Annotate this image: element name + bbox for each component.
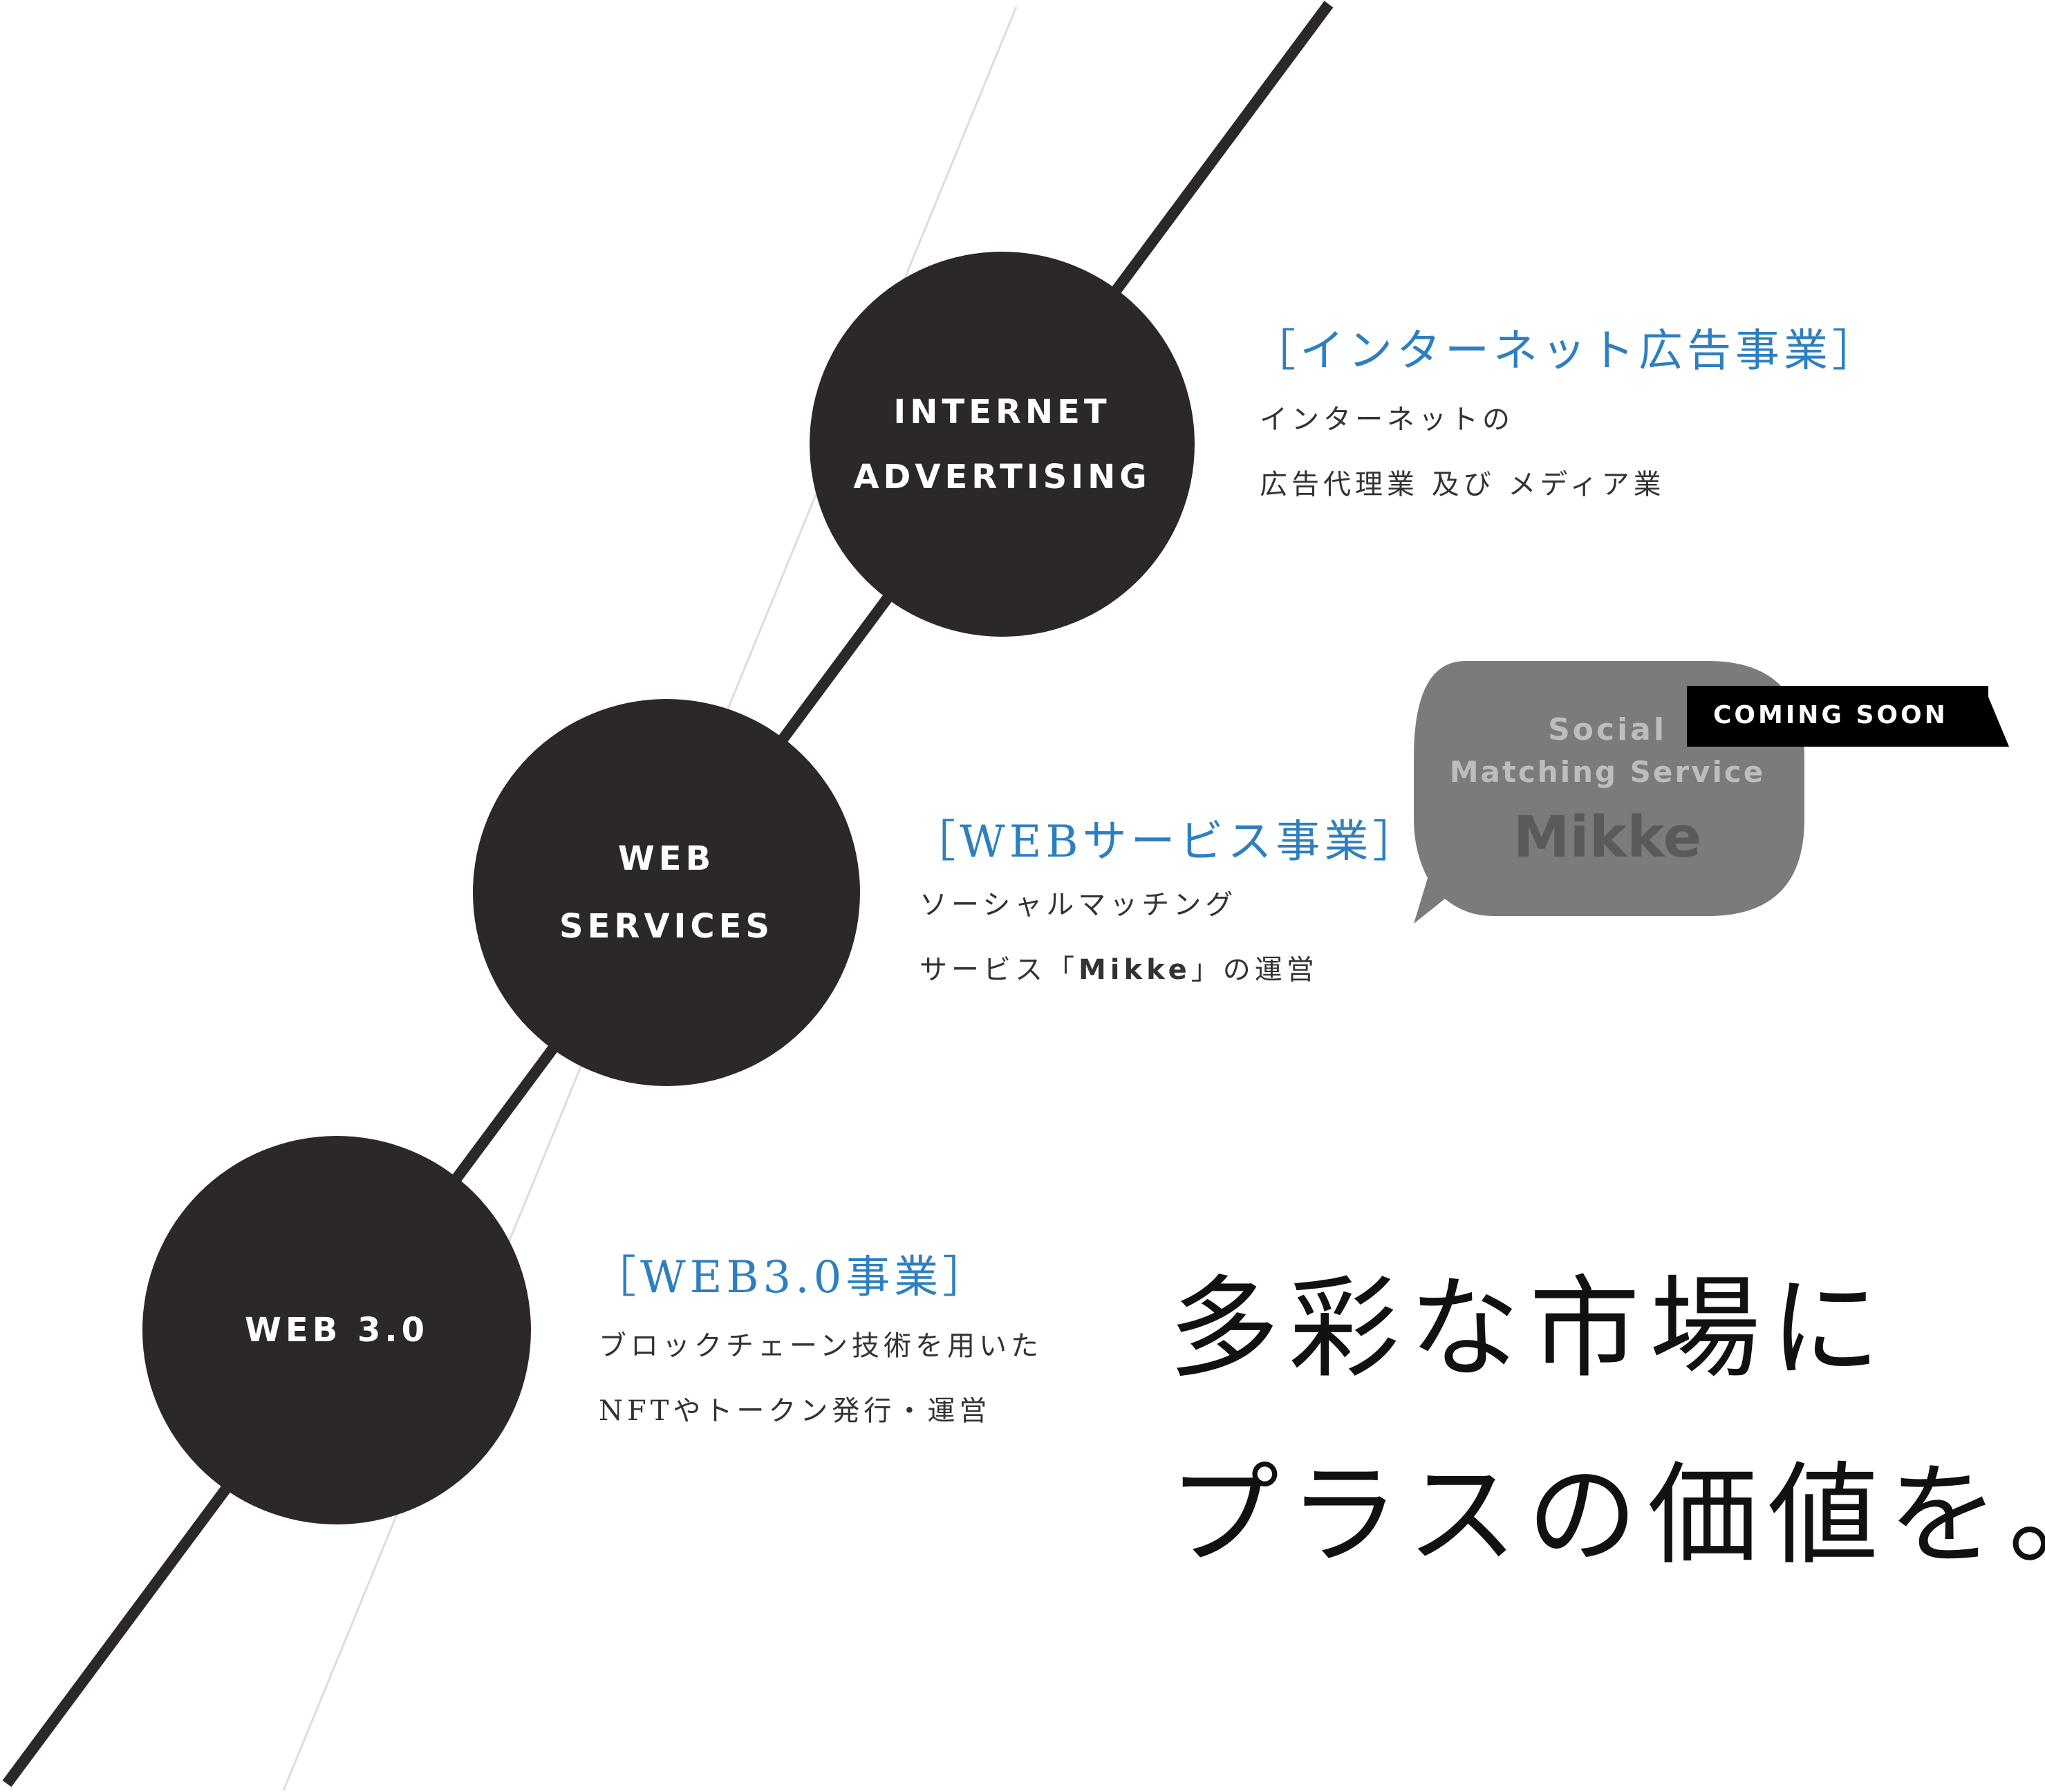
description-text: サービス「 [919, 954, 1078, 986]
headline-line-1: 多彩な市場に [1168, 1264, 1891, 1393]
web-services-title: ［WEBサービス事業］ [911, 816, 1421, 868]
web3-circle: WEB 3.0 [142, 1136, 531, 1524]
web-services-circle: WEB SERVICES [473, 699, 860, 1086]
mikke-brand-inline: Mikke [1078, 954, 1191, 986]
circle-label-line: WEB 3.0 [244, 1311, 429, 1350]
description-line: NFTやトークン発行・運営 [599, 1395, 991, 1427]
circle-label-line: INTERNET [893, 392, 1111, 431]
web3-description: ブロックチェーン技術を用いた NFTやトークン発行・運営 [599, 1314, 1043, 1444]
web-services-description: ソーシャルマッチング サービス「Mikke」の運営 [919, 872, 1318, 1002]
bubble-mikke-brand: Mikke [1513, 805, 1702, 870]
description-line: ブロックチェーン技術を用いた [599, 1330, 1043, 1362]
coming-soon-badge: COMING SOON [1713, 701, 1948, 729]
description-line: 広告代理業 及び メディア業 [1260, 469, 1665, 501]
description-text: 」の運営 [1190, 954, 1318, 986]
description-line: インターネットの [1260, 404, 1514, 436]
circle-label-line: ADVERTISING [853, 457, 1151, 496]
description-line: サービス「Mikke」の運営 [919, 937, 1318, 1002]
bubble-social-label: Social [1548, 712, 1667, 747]
internet-advertising-description: インターネットの 広告代理業 及び メディア業 [1260, 387, 1665, 517]
headline-line-2: プラスの価値を。 [1168, 1450, 2045, 1580]
internet-advertising-circle: INTERNET ADVERTISING [810, 252, 1195, 637]
circle-label-line: WEB [617, 839, 716, 878]
coming-soon-badge-bg [1687, 686, 2009, 747]
internet-advertising-title: ［インターネット広告事業］ [1251, 326, 1880, 377]
description-line: ソーシャルマッチング [919, 889, 1238, 921]
web3-title: ［WEB3.0事業］ [592, 1252, 991, 1303]
circle-label-line: SERVICES [559, 907, 774, 946]
bubble-matching-service-label: Matching Service [1449, 755, 1766, 789]
